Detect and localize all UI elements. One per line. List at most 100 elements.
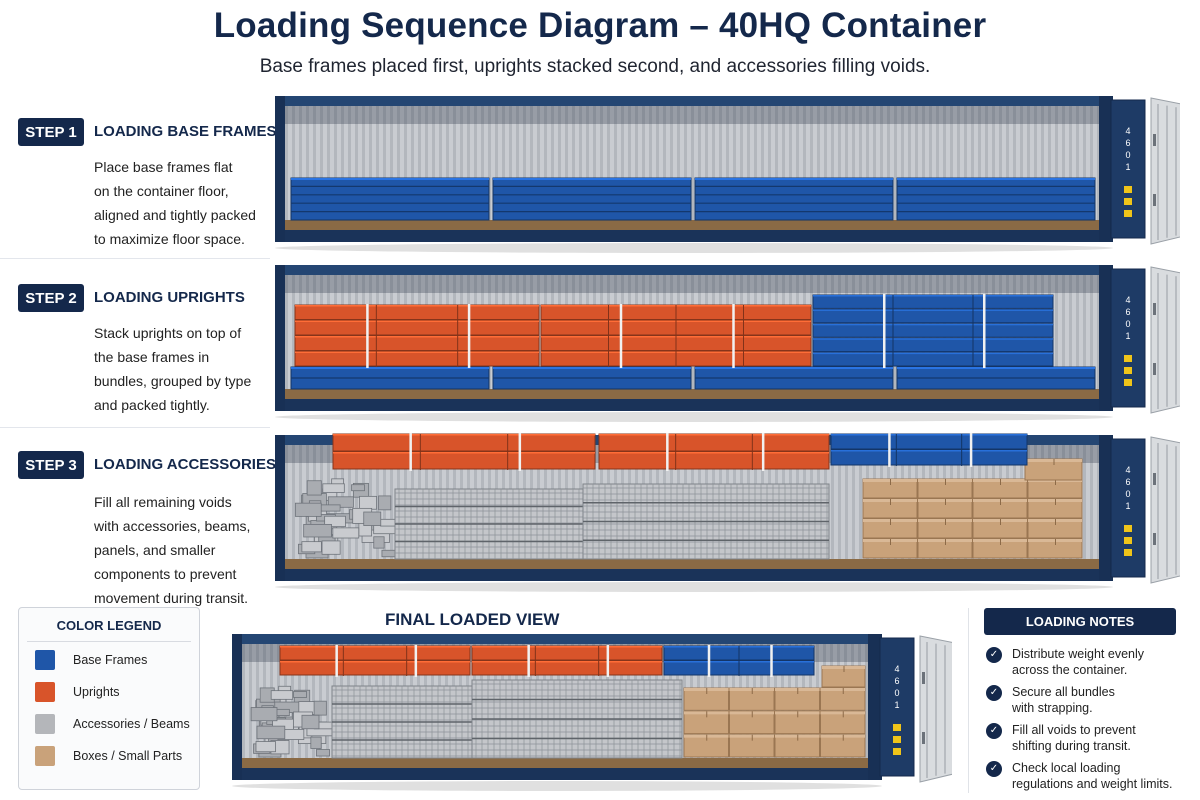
corrugation-rib (299, 106, 302, 230)
door-marking-char: 1 (894, 700, 899, 710)
corrugation-rib (593, 106, 596, 230)
corrugation-rib (628, 106, 631, 230)
step-2-line: Stack uprights on top of (94, 325, 242, 341)
accessory-part (381, 549, 396, 558)
corrugation-rib (985, 106, 988, 230)
corrugation-rib (775, 106, 778, 230)
upright-bundle-edge (280, 646, 470, 648)
corrugation-rib (460, 106, 463, 230)
upright-bundle (540, 304, 812, 368)
corrugation-rib (390, 445, 393, 569)
step-1-line: aligned and tightly packed (94, 207, 256, 223)
upright-bundle-layer (332, 433, 596, 452)
corrugation-rib (1069, 106, 1072, 230)
corrugation-rib (411, 106, 414, 230)
accessory-part (301, 541, 322, 553)
note-text: Check local loading regulations and weig… (1012, 760, 1173, 792)
corrugation-rib (1090, 106, 1093, 230)
accessory-part (301, 714, 320, 730)
step-1-badge: STEP 1 (18, 118, 84, 146)
diagram-subtitle-text: Base frames placed first, uprights stack… (259, 56, 931, 77)
warning-label (1124, 549, 1132, 556)
door-marking-char: 4 (1125, 465, 1130, 475)
corrugation-rib (488, 106, 491, 230)
corrugation-rib (936, 106, 939, 230)
corrugation-rib (831, 445, 834, 569)
corrugation-rib (1034, 106, 1037, 230)
box-stack (862, 478, 1083, 559)
corrugation-rib (1097, 275, 1100, 399)
base-frame-highlight (493, 178, 691, 180)
corrugation-rib (761, 106, 764, 230)
corrugation-rib (880, 106, 883, 230)
upright-bundle-layer (279, 645, 471, 661)
accessory-part (250, 707, 278, 722)
frame-bundle (830, 433, 1028, 467)
corrugation-rib (831, 106, 834, 230)
corrugation-rib (537, 106, 540, 230)
corrugation-rib (1076, 106, 1079, 230)
corrugation-rib (768, 106, 771, 230)
corrugation-rib (873, 106, 876, 230)
corrugation-rib (516, 106, 519, 230)
corrugation-rib (1083, 445, 1086, 569)
accessory-pile (294, 478, 401, 559)
door-hinge (1153, 363, 1156, 375)
accessory-part (351, 484, 365, 492)
corrugation-rib (404, 106, 407, 230)
ground-shadow (275, 582, 1113, 592)
step-1-title: LOADING BASE FRAMES (94, 123, 277, 140)
corrugation-rib (600, 106, 603, 230)
corrugation-rib (838, 106, 841, 230)
upright-bundle-layer (598, 433, 830, 452)
corrugation-rib (551, 106, 554, 230)
note-line: Fill all voids to prevent (1012, 723, 1136, 737)
top-rail (232, 634, 882, 644)
corrugation-rib (852, 445, 855, 569)
warning-label (1124, 379, 1132, 386)
strap (983, 294, 986, 368)
corrugation-rib (467, 106, 470, 230)
corrugation-rib (908, 106, 911, 230)
base-frame-highlight (897, 367, 1095, 369)
accessory-part (373, 536, 385, 549)
corrugation-rib (376, 445, 379, 569)
step-3-line: components to prevent (94, 566, 237, 582)
frame-bundle-layer (812, 308, 1054, 324)
note-text: Secure all bundles with strapping. (1012, 684, 1115, 716)
upright-bundle-edge (599, 452, 829, 454)
door-marking-char: 6 (1125, 138, 1130, 148)
frame-bundle-edge (813, 323, 1053, 326)
corrugation-rib (446, 106, 449, 230)
door-marking-char: 6 (894, 676, 899, 686)
corrugation-rib (740, 106, 743, 230)
upright-bundle-layer (294, 320, 540, 336)
cardboard-box (683, 710, 729, 735)
corrugation-rib (887, 106, 890, 230)
corrugation-rib (845, 445, 848, 569)
strap (888, 433, 891, 467)
corrugation-rib (292, 445, 295, 569)
upright-bundle-layer (294, 304, 540, 320)
accessory-part (332, 527, 360, 539)
warning-label (1124, 210, 1132, 217)
loading-notes-header: LOADING NOTES (984, 608, 1176, 635)
right-post (1099, 265, 1113, 411)
corrugation-rib (1090, 275, 1093, 399)
ground-shadow (275, 243, 1113, 253)
bottom-rail (275, 569, 1113, 581)
corrugation-rib (334, 106, 337, 230)
corrugation-rib (803, 106, 806, 230)
corrugation-rib (285, 275, 288, 399)
upright-bundle (279, 645, 471, 677)
corrugation-rib (306, 106, 309, 230)
corrugation-rib (285, 445, 288, 569)
corrugation-rib (943, 106, 946, 230)
step-2-line: and packed tightly. (94, 397, 210, 413)
left-post (275, 96, 285, 242)
legend-swatch (35, 650, 55, 670)
base-frame-body (290, 177, 490, 221)
accessory-part (303, 523, 332, 538)
accessory-part (327, 496, 354, 508)
corrugation-rib (929, 106, 932, 230)
